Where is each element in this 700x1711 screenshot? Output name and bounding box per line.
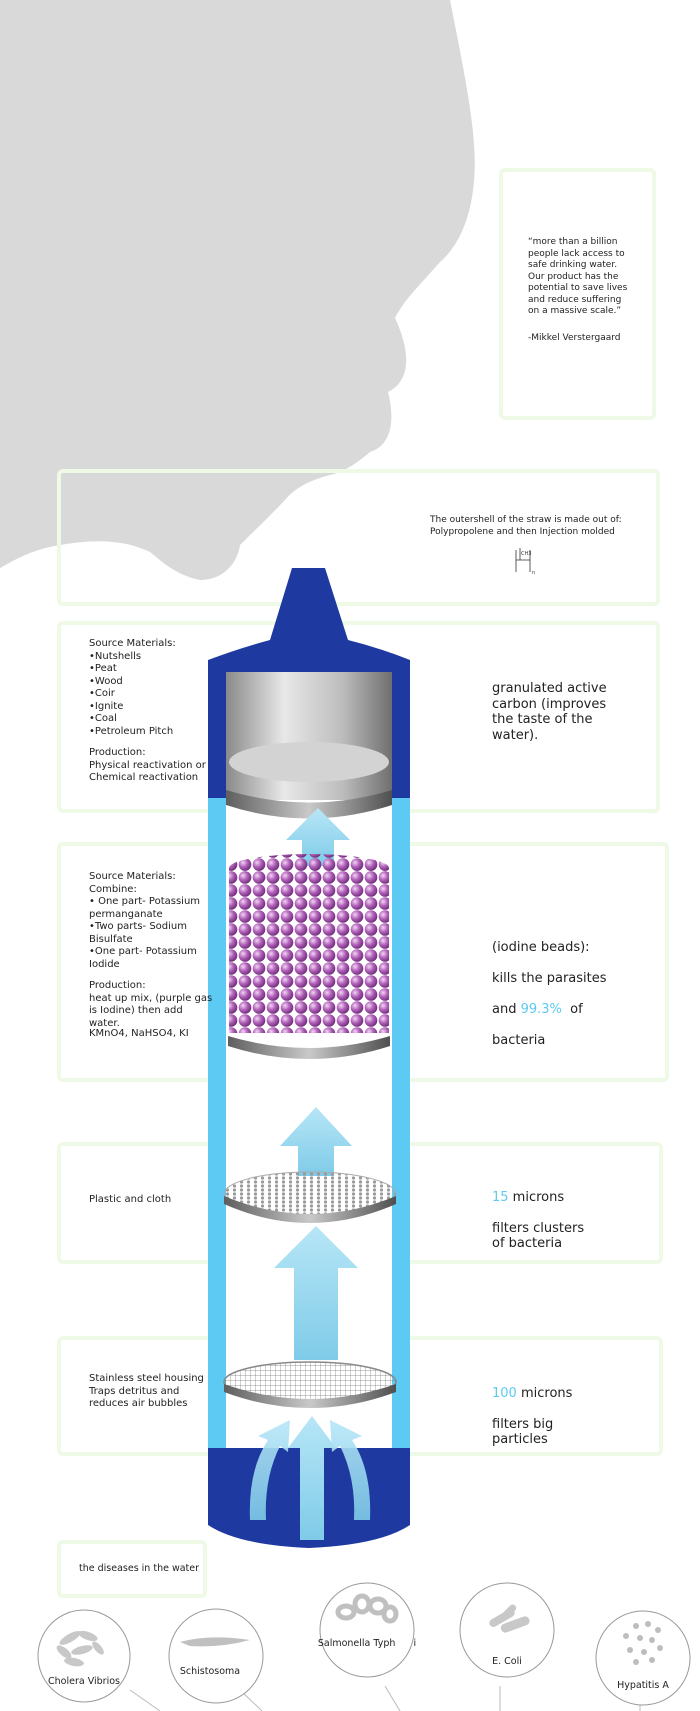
water-flow-arrow-icon	[288, 1416, 336, 1540]
diseases-title: the diseases in the water	[79, 1563, 200, 1574]
schistosoma-worm-icon	[180, 1637, 250, 1647]
water-flow-arrow-icon	[280, 1107, 352, 1176]
iodine-materials: Source Materials: Combine: • One part- P…	[89, 871, 201, 970]
iodine-production: Production: heat up mix, (purple gas is …	[89, 980, 213, 1029]
quote-box	[499, 168, 656, 420]
ecoli-label: E. Coli	[492, 1656, 522, 1667]
microfilter-number: 15	[492, 1189, 509, 1205]
iodine-description: (iodine beads): kills the parasites and …	[492, 924, 642, 1064]
iodine-desc-line3: and 99.3% of	[492, 1002, 642, 1018]
mesh-desc: filters big particles	[492, 1416, 554, 1448]
carbon-description: granulated active carbon (improves the t…	[492, 681, 607, 743]
mesh-unit: microns	[516, 1385, 573, 1401]
diseases-title-box	[57, 1540, 207, 1598]
mesh-material: Stainless steel housing Traps detritus a…	[89, 1373, 204, 1409]
microfilter-description: 15 microns filters clusters of bacteria	[492, 1174, 642, 1267]
mesh-filter-disc-icon	[223, 1361, 397, 1408]
salmonella-bacteria-icon	[335, 1593, 399, 1624]
mesh-number: 100	[492, 1385, 517, 1401]
iodine-percent: 99.3%	[520, 1001, 562, 1017]
cholera-bacteria-icon	[56, 1630, 104, 1667]
carbon-materials: Source Materials: •Nutshells •Peat •Wood…	[89, 638, 176, 737]
ecoli-bacteria-icon	[489, 1604, 530, 1633]
cholera-label: Cholera Vibrios	[48, 1676, 120, 1687]
disease-salmonella: Salmonella Typh i	[318, 1582, 416, 1678]
microfilter-unit: microns	[508, 1189, 565, 1205]
outershell-text: The outershell of the straw is made out …	[430, 515, 622, 537]
hepatitis-virus-icon	[623, 1621, 663, 1665]
schistosoma-label: Schistosoma	[180, 1666, 240, 1677]
carbon-cup-icon	[226, 672, 392, 819]
disease-hepatitis: Hypatitis A	[595, 1610, 691, 1706]
iodine-desc-of: of	[561, 1001, 583, 1017]
water-flow-arrow-icon	[330, 1420, 371, 1520]
salmonella-label: Salmonella Typh i	[318, 1638, 416, 1649]
mesh-size: 100 microns	[492, 1386, 642, 1402]
microfilter-size: 15 microns	[492, 1190, 642, 1206]
quote-text: “more than a billion people lack access …	[528, 237, 628, 316]
disease-ecoli: E. Coli	[459, 1582, 555, 1678]
iodine-desc-line2: kills the parasites	[492, 970, 607, 986]
water-flow-arrow-icon	[274, 1226, 358, 1360]
micro-filter-disc-icon	[223, 1171, 397, 1223]
disease-cholera: Cholera Vibrios	[37, 1609, 131, 1703]
iodine-desc-line4: bacteria	[492, 1032, 546, 1048]
svg-text:CH3: CH3	[521, 551, 531, 557]
water-flow-arrow-icon	[286, 808, 350, 866]
iodine-beads-icon	[228, 854, 390, 1059]
quote-author: -Mikkel Verstergaard	[528, 333, 621, 343]
iodine-formula: KMnO4, NaHSO4, KI	[89, 1028, 189, 1039]
disease-schistosoma: Schistosoma	[168, 1608, 264, 1704]
mesh-description: 100 microns filters big particles	[492, 1370, 642, 1463]
polymer-structure-icon: CH3 n	[515, 548, 535, 576]
hepatitis-label: Hypatitis A	[617, 1680, 669, 1691]
carbon-production: Production: Physical reactivation or Che…	[89, 747, 206, 783]
water-flow-arrow-icon	[249, 1420, 290, 1520]
outershell-box	[57, 469, 660, 606]
iodine-desc-line1: (iodine beads):	[492, 939, 590, 955]
microfilter-material: Plastic and cloth	[89, 1194, 172, 1205]
svg-text:n: n	[532, 570, 535, 576]
microfilter-desc: filters clusters of bacteria	[492, 1220, 585, 1252]
iodine-desc-and: and	[492, 1001, 521, 1017]
